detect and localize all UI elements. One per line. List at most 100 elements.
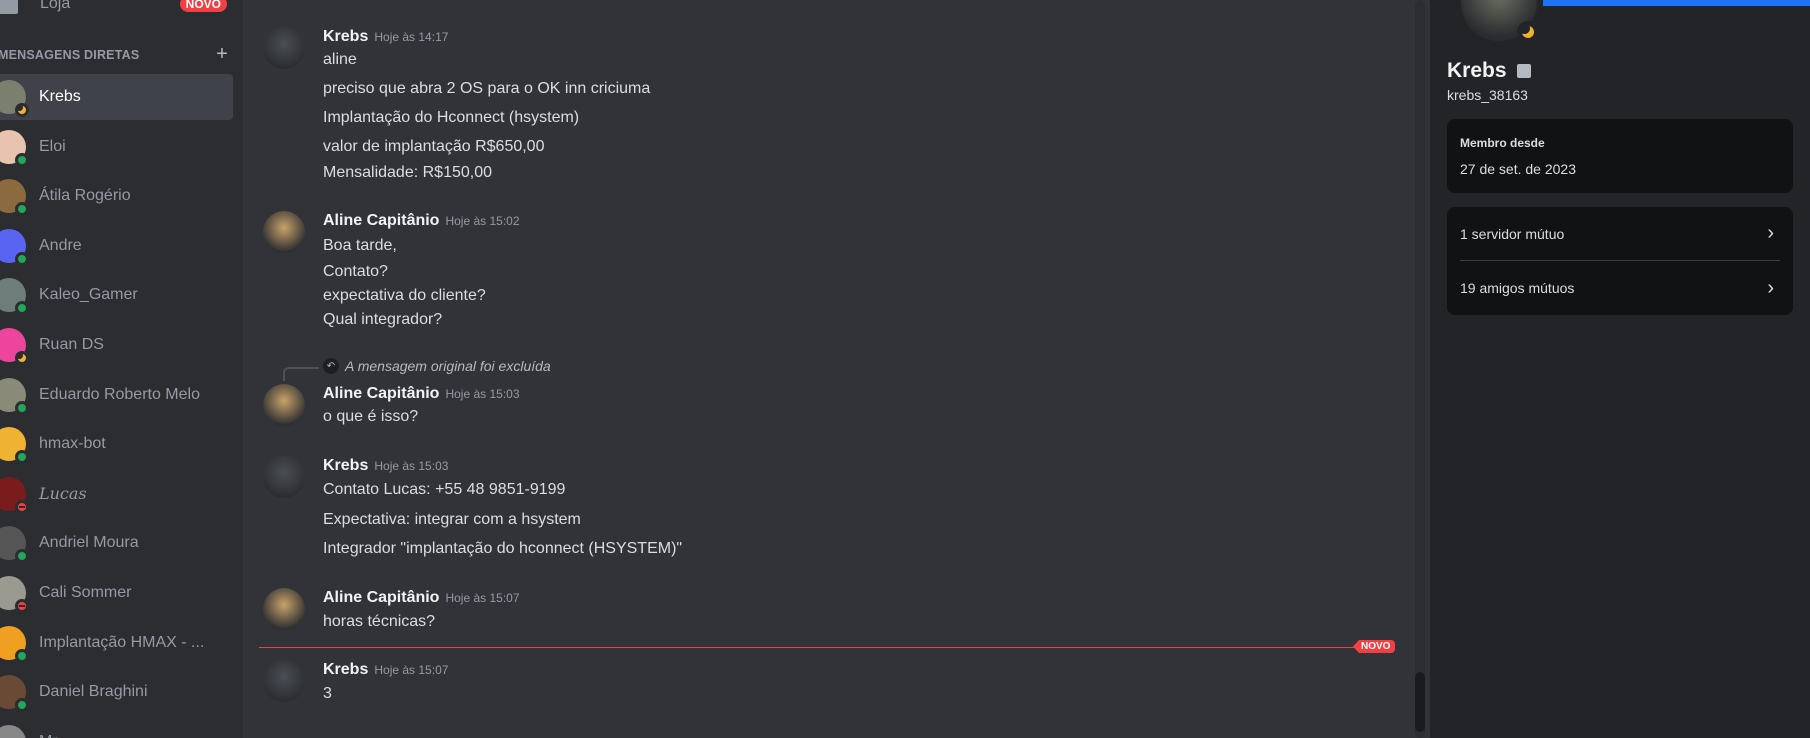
reply-text: A mensagem original foi excluída xyxy=(345,358,551,374)
message-author[interactable]: Aline Capitânio xyxy=(323,589,440,606)
dm-name: Andriel Moura xyxy=(39,534,139,552)
online-status-icon xyxy=(15,698,29,713)
dm-name: Eduardo Roberto Melo xyxy=(39,385,200,403)
avatar[interactable] xyxy=(263,384,305,426)
online-status-icon xyxy=(15,152,29,167)
avatar xyxy=(0,328,29,365)
profile-avatar[interactable] xyxy=(1456,0,1542,46)
dm-item[interactable]: Eloi xyxy=(0,124,233,170)
dm-name: Lucas xyxy=(39,484,87,504)
dm-name: Átila Rogério xyxy=(39,187,131,205)
dm-name: hmax-bot xyxy=(39,435,106,453)
dm-name: Andre xyxy=(39,236,82,254)
dm-item[interactable]: Ruan DS xyxy=(0,322,233,368)
message-text: 3 xyxy=(323,685,332,702)
scrollbar-thumb[interactable] xyxy=(1415,672,1425,732)
online-status-icon xyxy=(15,400,29,415)
message-timestamp: Hoje às 15:03 xyxy=(445,387,520,401)
dm-item[interactable]: Daniel Braghini xyxy=(0,669,233,715)
message-author[interactable]: Aline Capitânio xyxy=(323,385,440,402)
avatar xyxy=(0,179,29,217)
online-status-icon xyxy=(15,301,29,316)
message-text: valor de implantação R$650,00 xyxy=(323,138,545,155)
mutual-friends-label: 19 amigos mútuos xyxy=(1460,280,1575,296)
reply-reference: ↶A mensagem original foi excluída xyxy=(323,358,551,374)
message-text: aline xyxy=(323,51,357,68)
dm-name: Ruan DS xyxy=(39,336,104,353)
message-text: expectativa do cliente? xyxy=(323,287,486,304)
dnd-status-icon xyxy=(15,599,29,613)
member-since-label: Membro desde xyxy=(1460,136,1545,150)
message-text: Mensalidade: R$150,00 xyxy=(323,164,493,181)
store-label: Loja xyxy=(40,0,71,12)
dm-item[interactable]: Átila Rogério xyxy=(0,173,233,219)
profile-banner xyxy=(1543,0,1810,6)
message-text: Expectativa: integrar com a hsystem xyxy=(323,511,581,528)
scrollbar[interactable] xyxy=(1415,0,1425,738)
idle-status-icon xyxy=(15,351,29,365)
message-author[interactable]: Krebs xyxy=(323,457,369,474)
message-text: preciso que abra 2 OS para o OK inn cric… xyxy=(323,80,651,97)
mutual-friends-button[interactable]: 19 amigos mútuos › xyxy=(1460,261,1780,315)
avatar[interactable] xyxy=(263,27,305,69)
avatar xyxy=(0,228,29,266)
dm-name: Daniel Braghini xyxy=(39,683,148,701)
avatar xyxy=(0,724,26,738)
message-timestamp: Hoje às 15:02 xyxy=(445,214,520,228)
avatar xyxy=(0,625,29,663)
message-author[interactable]: Krebs xyxy=(323,28,369,45)
online-status-icon xyxy=(15,251,29,266)
mutual-servers-button[interactable]: 1 servidor mútuo› xyxy=(1460,207,1780,261)
avatar xyxy=(0,80,29,117)
dm-name: Mr... xyxy=(39,733,70,738)
message-timestamp: Hoje às 15:07 xyxy=(445,591,520,605)
avatar[interactable] xyxy=(263,660,305,702)
message-author[interactable]: Krebs xyxy=(323,661,369,678)
dm-name: Cali Sommer xyxy=(39,584,132,601)
add-note-icon[interactable] xyxy=(1516,64,1531,78)
avatar xyxy=(0,427,29,465)
avatar[interactable] xyxy=(263,211,305,253)
dm-item[interactable]: Mr... xyxy=(0,719,233,738)
chevron-right-icon: › xyxy=(1767,276,1774,299)
avatar xyxy=(0,129,29,167)
dnd-status-icon xyxy=(15,499,29,514)
avatar xyxy=(0,377,29,415)
dm-item[interactable]: Krebs xyxy=(0,74,233,120)
dm-item[interactable]: Andriel Moura xyxy=(0,520,233,566)
dm-item[interactable]: Kaleo_Gamer xyxy=(0,272,233,318)
dm-item[interactable]: Cali Sommer xyxy=(0,570,233,616)
member-since-value: 27 de set. de 2023 xyxy=(1460,161,1576,177)
dm-item[interactable]: Implantação HMAX - ... xyxy=(0,620,233,666)
avatar[interactable] xyxy=(263,588,305,630)
section-title: MENSAGENS DIRETAS xyxy=(0,48,140,62)
user-profile-panel: Krebs krebs_38163 Membro desde 27 de set… xyxy=(1430,0,1810,738)
avatar[interactable] xyxy=(263,456,305,498)
profile-display-name: Krebs xyxy=(1447,59,1507,82)
add-dm-icon[interactable]: + xyxy=(216,43,228,65)
message-author[interactable]: Aline Capitânio xyxy=(323,212,440,229)
store-icon xyxy=(0,0,18,14)
new-messages-divider xyxy=(259,647,1395,648)
avatar xyxy=(0,675,29,713)
online-status-icon xyxy=(15,202,29,217)
message-timestamp: Hoje às 15:07 xyxy=(374,663,449,677)
store-item[interactable]: Loja NOVO xyxy=(0,0,235,20)
dm-item[interactable]: Lucas xyxy=(0,471,233,517)
dm-item[interactable]: hmax-bot xyxy=(0,421,233,467)
dm-item[interactable]: Eduardo Roberto Melo xyxy=(0,372,233,418)
online-status-icon xyxy=(15,549,29,564)
message-text: Boa tarde, xyxy=(323,237,397,254)
dm-item[interactable]: Andre xyxy=(0,223,233,269)
chevron-right-icon: › xyxy=(1767,222,1774,244)
avatar xyxy=(0,576,29,613)
reply-spine xyxy=(283,367,319,381)
avatar xyxy=(0,526,29,564)
profile-username: krebs_38163 xyxy=(1447,87,1528,103)
dm-name: Krebs xyxy=(39,88,81,105)
message-text: Contato Lucas: +55 48 9851-9199 xyxy=(323,481,566,498)
idle-status-icon xyxy=(1517,21,1539,43)
message-text: Contato? xyxy=(323,263,388,280)
